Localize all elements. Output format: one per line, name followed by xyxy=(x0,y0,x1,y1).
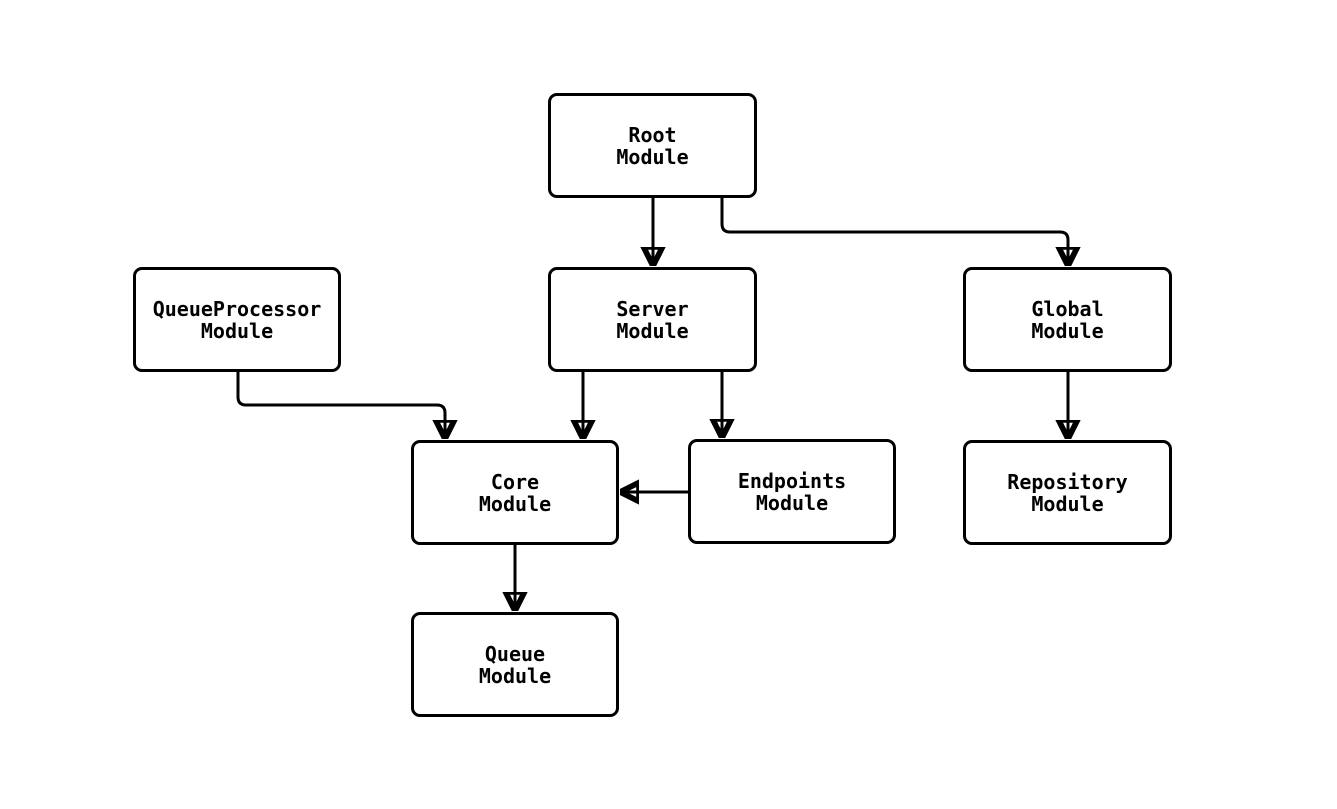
node-root-module: Root Module xyxy=(548,93,757,198)
node-root-module-label: Root Module xyxy=(616,122,689,169)
node-core-module-label: Core Module xyxy=(478,469,552,516)
node-endpoints-module-label: Endpoints Module xyxy=(737,468,847,515)
node-repository-module-label: Repository Module xyxy=(1007,469,1128,516)
node-queueprocessor-module: QueueProcessor Module xyxy=(133,267,341,372)
node-queue-module-label: Queue Module xyxy=(478,641,552,688)
node-queue-module: Queue Module xyxy=(411,612,619,717)
edge-queueprocessor-to-core xyxy=(236,372,445,438)
node-queueprocessor-module-label: QueueProcessor Module xyxy=(152,296,322,343)
edge-root-to-global xyxy=(720,198,1068,265)
node-endpoints-module: Endpoints Module xyxy=(688,439,896,544)
node-repository-module: Repository Module xyxy=(963,440,1172,545)
node-core-module: Core Module xyxy=(411,440,619,545)
node-server-module: Server Module xyxy=(548,267,757,372)
node-server-module-label: Server Module xyxy=(616,296,689,343)
node-global-module: Global Module xyxy=(963,267,1172,372)
node-global-module-label: Global Module xyxy=(1031,296,1104,343)
